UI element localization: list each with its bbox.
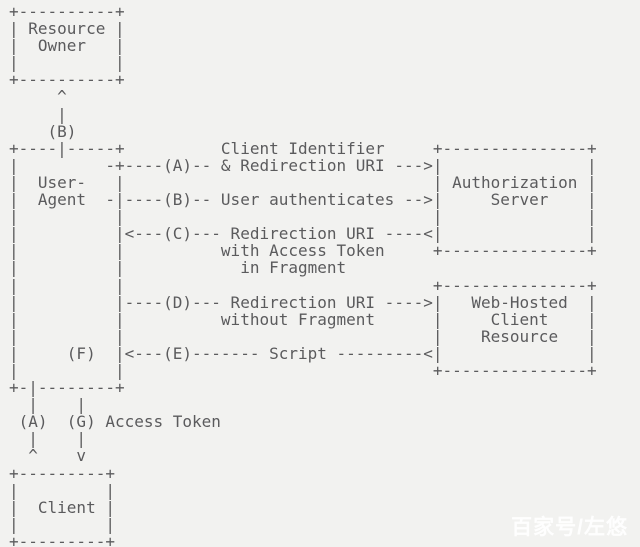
oauth-implicit-grant-flow-diagram: +----------+ | Resource | | Owner | | | … <box>9 2 597 547</box>
